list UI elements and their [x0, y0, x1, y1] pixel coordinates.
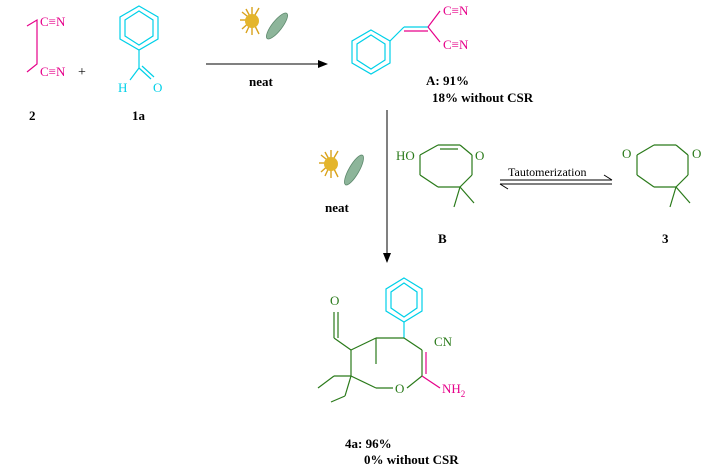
intermediate-a-structure [351, 26, 428, 75]
product-amine-bond [421, 375, 441, 389]
product-phenyl [385, 277, 423, 338]
benzaldehyde-structure [119, 5, 159, 81]
product-nh2: NH2 [442, 381, 465, 399]
aldehyde-o: O [153, 80, 162, 95]
plus-sign: + [78, 65, 86, 80]
product-yield: 4a: 96% [345, 436, 392, 451]
malononitrile-cn-bottom: C≡N [40, 64, 66, 79]
dimedone-label: 3 [662, 231, 669, 246]
malononitrile-cn-top: C≡N [40, 14, 66, 29]
tautomerization-label: Tautomerization [508, 165, 586, 179]
step2-condition: neat [325, 200, 350, 215]
sun-leaf-icon [240, 7, 289, 40]
product-cn: CN [434, 334, 453, 349]
dimedone-o-left: O [622, 146, 631, 161]
dimedone-o-right: O [692, 146, 701, 161]
intermediate-b-o: O [475, 148, 484, 163]
intermediate-b-label: B [438, 231, 447, 246]
benzaldehyde-label: 1a [132, 108, 146, 123]
product-core [317, 312, 427, 403]
intermediate-a-cn-bottom: C≡N [443, 37, 469, 52]
malononitrile-structure: C≡N C≡N [26, 14, 66, 79]
step1-condition: neat [249, 74, 274, 89]
intermediate-a-nitriles [427, 10, 441, 43]
product-without-csr: 0% without CSR [364, 452, 459, 467]
intermediate-b-structure [419, 144, 475, 208]
product-nh: NH [442, 381, 461, 396]
malononitrile-label: 2 [29, 108, 36, 123]
intermediate-a-without-csr: 18% without CSR [432, 90, 534, 105]
intermediate-a-cn-top: C≡N [443, 3, 469, 18]
intermediate-b-ho: HO [396, 148, 415, 163]
product-ring-o: O [395, 381, 404, 396]
product-nh-sub: 2 [461, 389, 466, 399]
aldehyde-h: H [118, 80, 127, 95]
sun-leaf-icon [319, 150, 364, 186]
equilibrium-arrows [499, 174, 613, 190]
dimedone-structure [636, 144, 691, 208]
product-ketone-o: O [330, 293, 339, 308]
intermediate-a-yield: A: 91% [426, 73, 469, 88]
